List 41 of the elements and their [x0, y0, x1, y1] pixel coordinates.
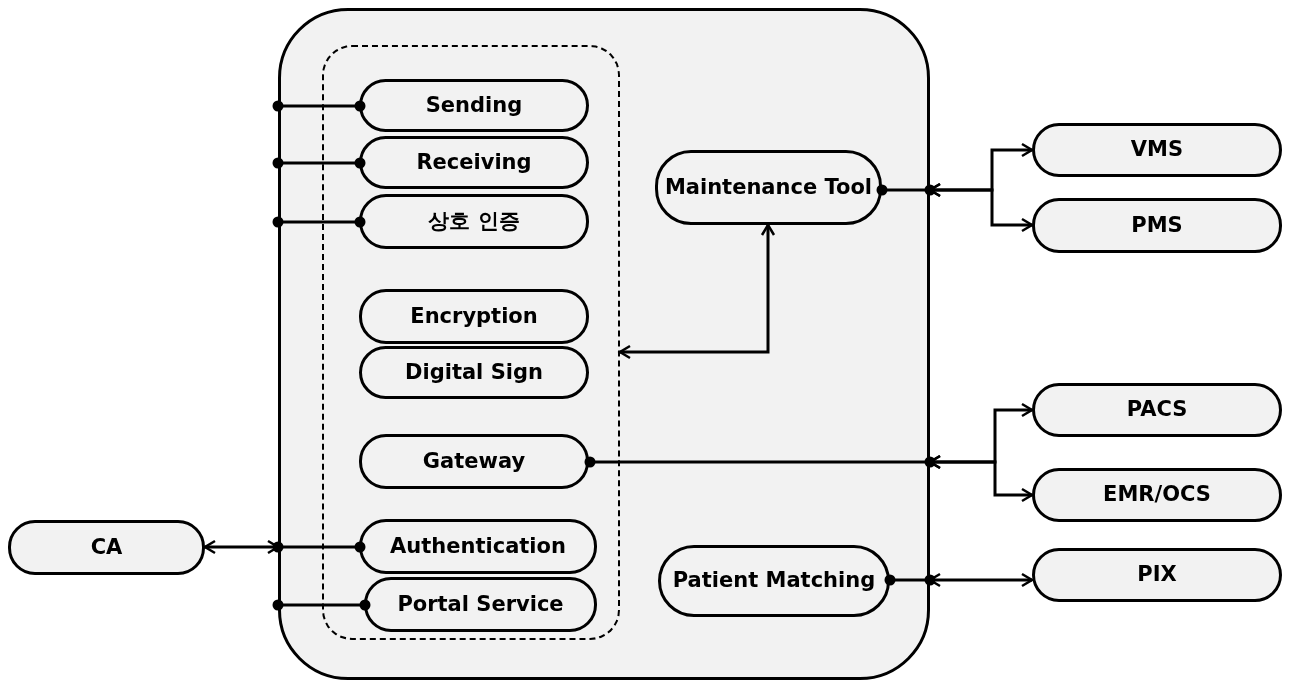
box-label: 상호 인증 — [428, 209, 520, 234]
rounded-box — [359, 194, 589, 249]
rounded-box — [1032, 198, 1282, 253]
rounded-box — [1032, 383, 1282, 437]
rounded-box — [359, 79, 589, 132]
box-label: CA — [90, 535, 123, 560]
box-label: Patient Matching — [672, 569, 876, 593]
rounded-box — [1032, 123, 1282, 177]
box-label: PMS — [1131, 213, 1183, 238]
rounded-box — [364, 577, 597, 632]
box-label: EMR/OCS — [1103, 483, 1211, 507]
system-boundary-box — [278, 8, 930, 680]
rounded-box — [359, 519, 597, 574]
rounded-box — [359, 136, 589, 189]
box-label: PACS — [1126, 398, 1188, 422]
rounded-box — [359, 434, 589, 489]
rounded-box — [8, 520, 205, 575]
connector — [884, 574, 936, 586]
box-label: PIX — [1137, 563, 1177, 587]
box-label: Authentication — [390, 534, 566, 559]
connector — [876, 184, 936, 196]
box-label: Encryption — [410, 304, 538, 329]
connector — [272, 599, 371, 611]
box-label: Portal Service — [397, 592, 564, 617]
connector — [584, 456, 936, 468]
connector — [618, 223, 776, 360]
connector — [272, 216, 366, 228]
box-label: Digital Sign — [405, 360, 543, 385]
box-label: VMS — [1130, 138, 1184, 162]
rounded-box — [359, 346, 589, 399]
dashed-group-box — [322, 45, 620, 640]
box-label: Receiving — [416, 150, 532, 175]
connector — [272, 157, 366, 169]
connector — [272, 541, 366, 553]
box-label: Gateway — [422, 449, 526, 474]
connector — [272, 100, 366, 112]
rounded-box — [1032, 468, 1282, 522]
rounded-box — [359, 289, 589, 344]
box-label: Sending — [425, 93, 523, 118]
box-label: Maintenance Tool — [664, 175, 873, 200]
rounded-box — [1032, 548, 1282, 602]
